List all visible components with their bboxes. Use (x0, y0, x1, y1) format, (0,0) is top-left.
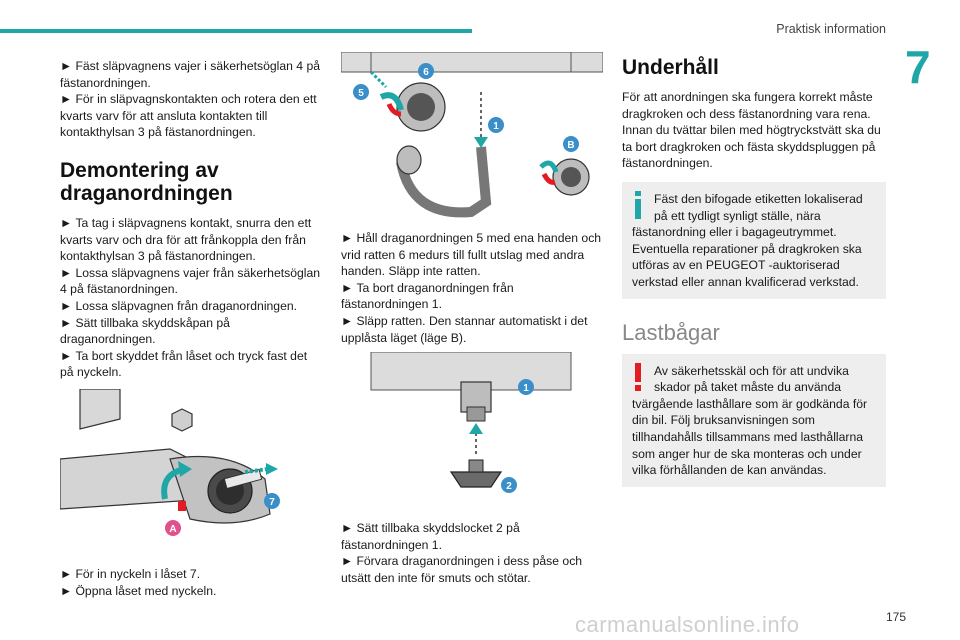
warning-box: Av säkerhetsskäl och för att undvika ska… (622, 353, 886, 487)
column-2: 6 5 1 B Håll draganordningen 5 med ena h… (341, 52, 603, 587)
lock-key-drawing: 7 A (60, 388, 322, 554)
cover-illustration: 1 2 (341, 352, 603, 513)
badge-1-bottom: 1 (523, 383, 529, 394)
removal-illustration: 6 5 1 B (341, 52, 603, 222)
badge-B: B (567, 140, 574, 151)
watermark: carmanualsonline.info (575, 612, 800, 637)
column-3: Underhåll För att anordningen ska funger… (622, 56, 886, 487)
removal-step-1: Håll draganordningen 5 med ena handen oc… (341, 230, 603, 280)
lock-key-illustration: 7 A (60, 388, 322, 554)
heading-underhall: Underhåll (622, 56, 719, 79)
column-1: Fäst släpvagnens vajer i säkerhetsöglan … (60, 58, 322, 599)
removal-step-3: Släpp ratten. Den stannar automatiskt i … (341, 313, 603, 346)
demontering-step-5: Ta bort skyddet från låset och tryck fas… (60, 348, 322, 381)
cover-step-2: Förvara draganordningen i dess påse och … (341, 553, 603, 586)
cover-drawing: 1 2 (341, 352, 603, 513)
page-number: 175 (885, 610, 906, 624)
maintenance-paragraph: För att anordningen ska fungera korrekt … (622, 90, 881, 171)
intro-step-1: Fäst släpvagnens vajer i säkerhetsöglan … (60, 58, 322, 91)
badge-6: 6 (423, 67, 429, 78)
heading-lastbagar: Lastbågar (622, 319, 720, 345)
removal-drawing: 6 5 1 B (341, 52, 603, 222)
info-text: Fäst den bifogade etiketten lokaliserad … (632, 191, 863, 289)
warning-icon (632, 362, 650, 393)
info-box: Fäst den bifogade etiketten lokaliserad … (622, 181, 886, 299)
key-step-1: För in nyckeln i låset 7. (60, 566, 322, 583)
heading-demontering: Demontering av draganordningen (60, 158, 233, 205)
demontering-step-2: Lossa släpvagnens vajer från säkerhetsög… (60, 265, 322, 298)
badge-1-top: 1 (493, 121, 499, 132)
key-step-2: Öppna låset med nyckeln. (60, 583, 322, 600)
badge-7: 7 (269, 497, 275, 508)
removal-step-2: Ta bort draganordningen från fästanordni… (341, 280, 603, 313)
info-icon (632, 190, 650, 221)
demontering-step-3: Lossa släpvagnen från draganordningen. (60, 298, 322, 315)
intro-step-2: För in släpvagnskontakten och rotera den… (60, 91, 322, 141)
chapter-number: 7 (905, 41, 931, 93)
demontering-step-1: Ta tag i släpvagnens kontakt, snurra den… (60, 215, 322, 265)
badge-2: 2 (506, 481, 512, 492)
cover-step-1: Sätt tillbaka skyddslocket 2 på fästanor… (341, 520, 603, 553)
demontering-step-4: Sätt tillbaka skyddskåpan på draganordni… (60, 315, 322, 348)
badge-5: 5 (358, 88, 364, 99)
header-accent-bar (0, 29, 472, 33)
badge-A: A (169, 524, 176, 535)
warning-text: Av säkerhetsskäl och för att undvika ska… (632, 363, 868, 478)
section-title: Praktisk information (776, 22, 886, 36)
